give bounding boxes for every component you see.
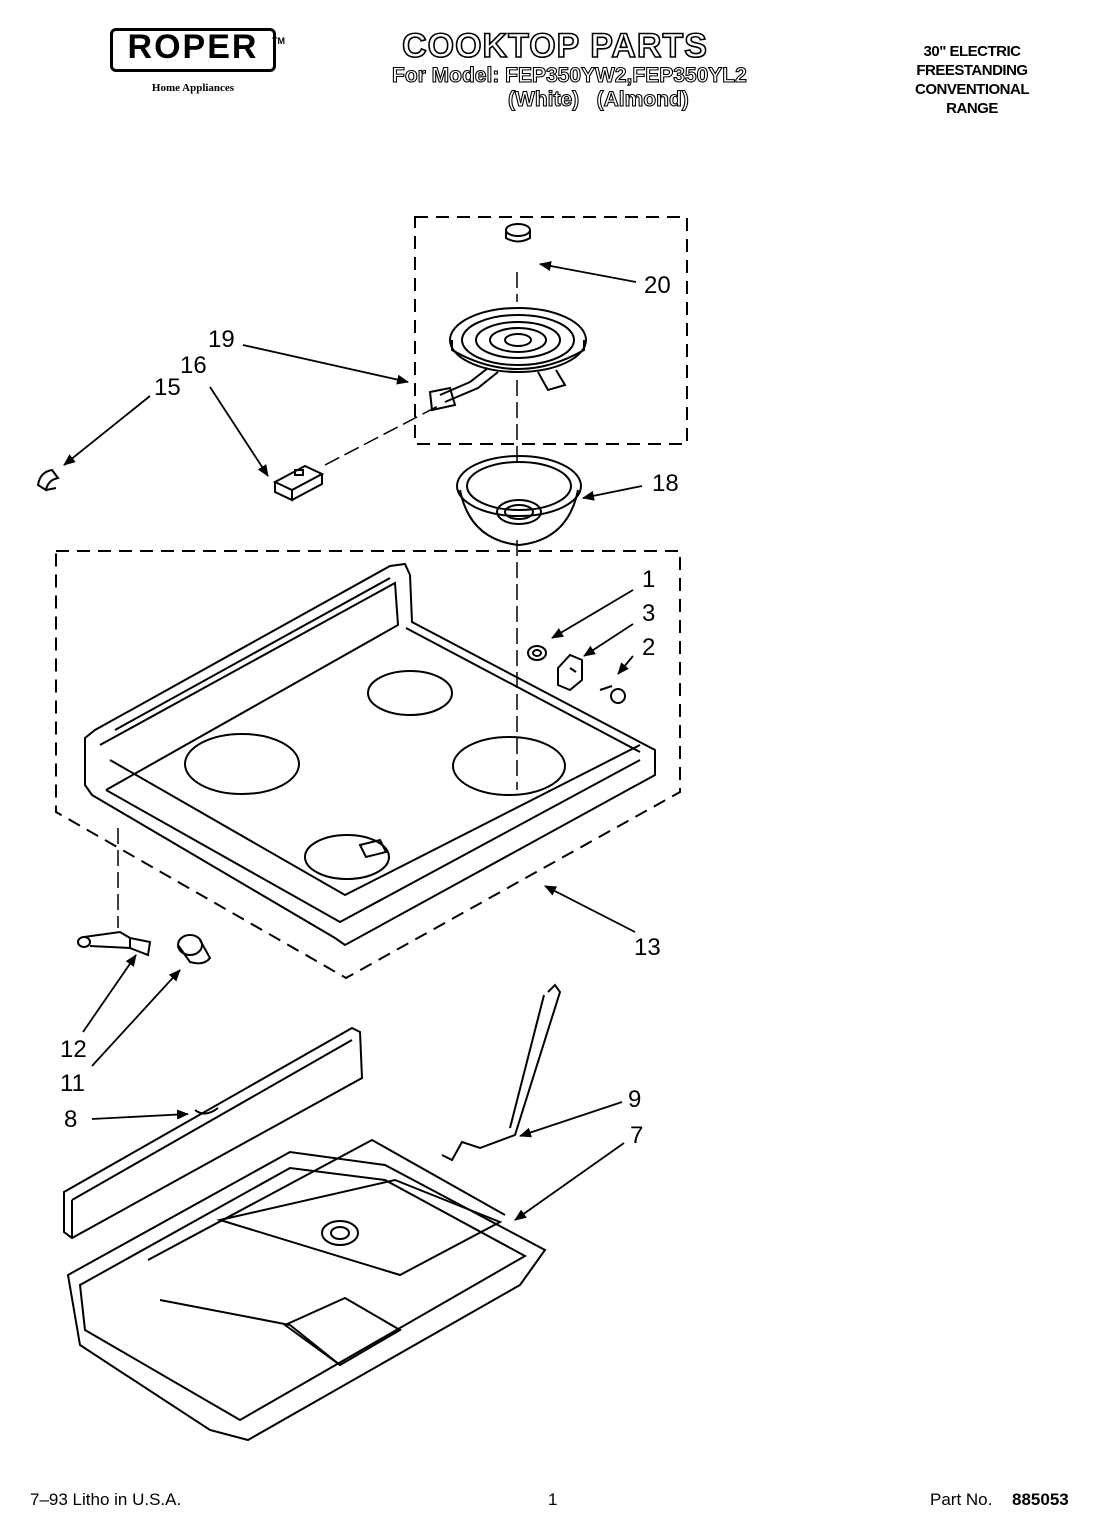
callout-7: 7 xyxy=(630,1122,644,1149)
range-type-line: CONVENTIONAL xyxy=(915,81,1030,98)
callout-19: 19 xyxy=(208,326,235,353)
callout-12: 12 xyxy=(60,1036,87,1063)
callout-9: 9 xyxy=(628,1086,642,1113)
leader-lines xyxy=(63,261,643,1221)
brand-trademark: TM xyxy=(272,36,285,46)
callout-2: 2 xyxy=(642,634,656,661)
page-number: 1 xyxy=(548,1490,558,1509)
range-type-line: RANGE xyxy=(946,100,998,117)
insulator-part xyxy=(177,934,212,965)
model-numbers: For Model: FEP350YW2,FEP350YL2 xyxy=(391,63,747,87)
wire-clip-part xyxy=(36,468,60,492)
cooktop-main-top-part xyxy=(84,562,656,947)
callout-13: 13 xyxy=(634,934,661,961)
range-type-line: 30" ELECTRIC xyxy=(923,43,1021,60)
callout-16: 16 xyxy=(180,352,207,379)
drip-bowl-part xyxy=(456,455,582,547)
surface-unit-group-outline xyxy=(414,216,688,445)
burner-box-part xyxy=(66,1138,547,1442)
callout-15: 15 xyxy=(154,374,181,401)
cooktop-group-outline xyxy=(55,550,681,980)
surface-element-part xyxy=(428,307,587,412)
wire-harness-part xyxy=(77,930,152,957)
page-title: COOKTOP PARTS xyxy=(401,27,708,65)
brand-subtitle: Home Appliances xyxy=(151,82,235,94)
callout-8: 8 xyxy=(64,1106,78,1133)
brand-logo-frame xyxy=(110,28,276,72)
part-number-value: 885053 xyxy=(1012,1490,1069,1509)
callout-11: 11 xyxy=(60,1070,85,1097)
element-cap-part xyxy=(505,223,531,243)
callout-20: 20 xyxy=(644,272,671,299)
brand-logo: ROPER xyxy=(127,28,259,66)
callout-18: 18 xyxy=(652,470,679,497)
nut-part xyxy=(527,645,547,661)
range-type-line: FREESTANDING xyxy=(916,62,1028,79)
range-type: 30" ELECTRIC FREESTANDING CONVENTIONAL R… xyxy=(888,42,1056,118)
callout-3: 3 xyxy=(642,600,656,627)
litho-note: 7–93 Litho in U.S.A. xyxy=(30,1490,182,1509)
support-rod-part xyxy=(441,983,562,1162)
terminal-block-part xyxy=(272,464,325,502)
color-variants: (White) (Almond) xyxy=(507,87,689,111)
rear-panel-part xyxy=(63,1026,364,1240)
screw-part xyxy=(599,685,626,704)
part-number-label: Part No. xyxy=(930,1490,993,1509)
callout-1: 1 xyxy=(642,566,656,593)
bracket-part xyxy=(557,653,583,692)
